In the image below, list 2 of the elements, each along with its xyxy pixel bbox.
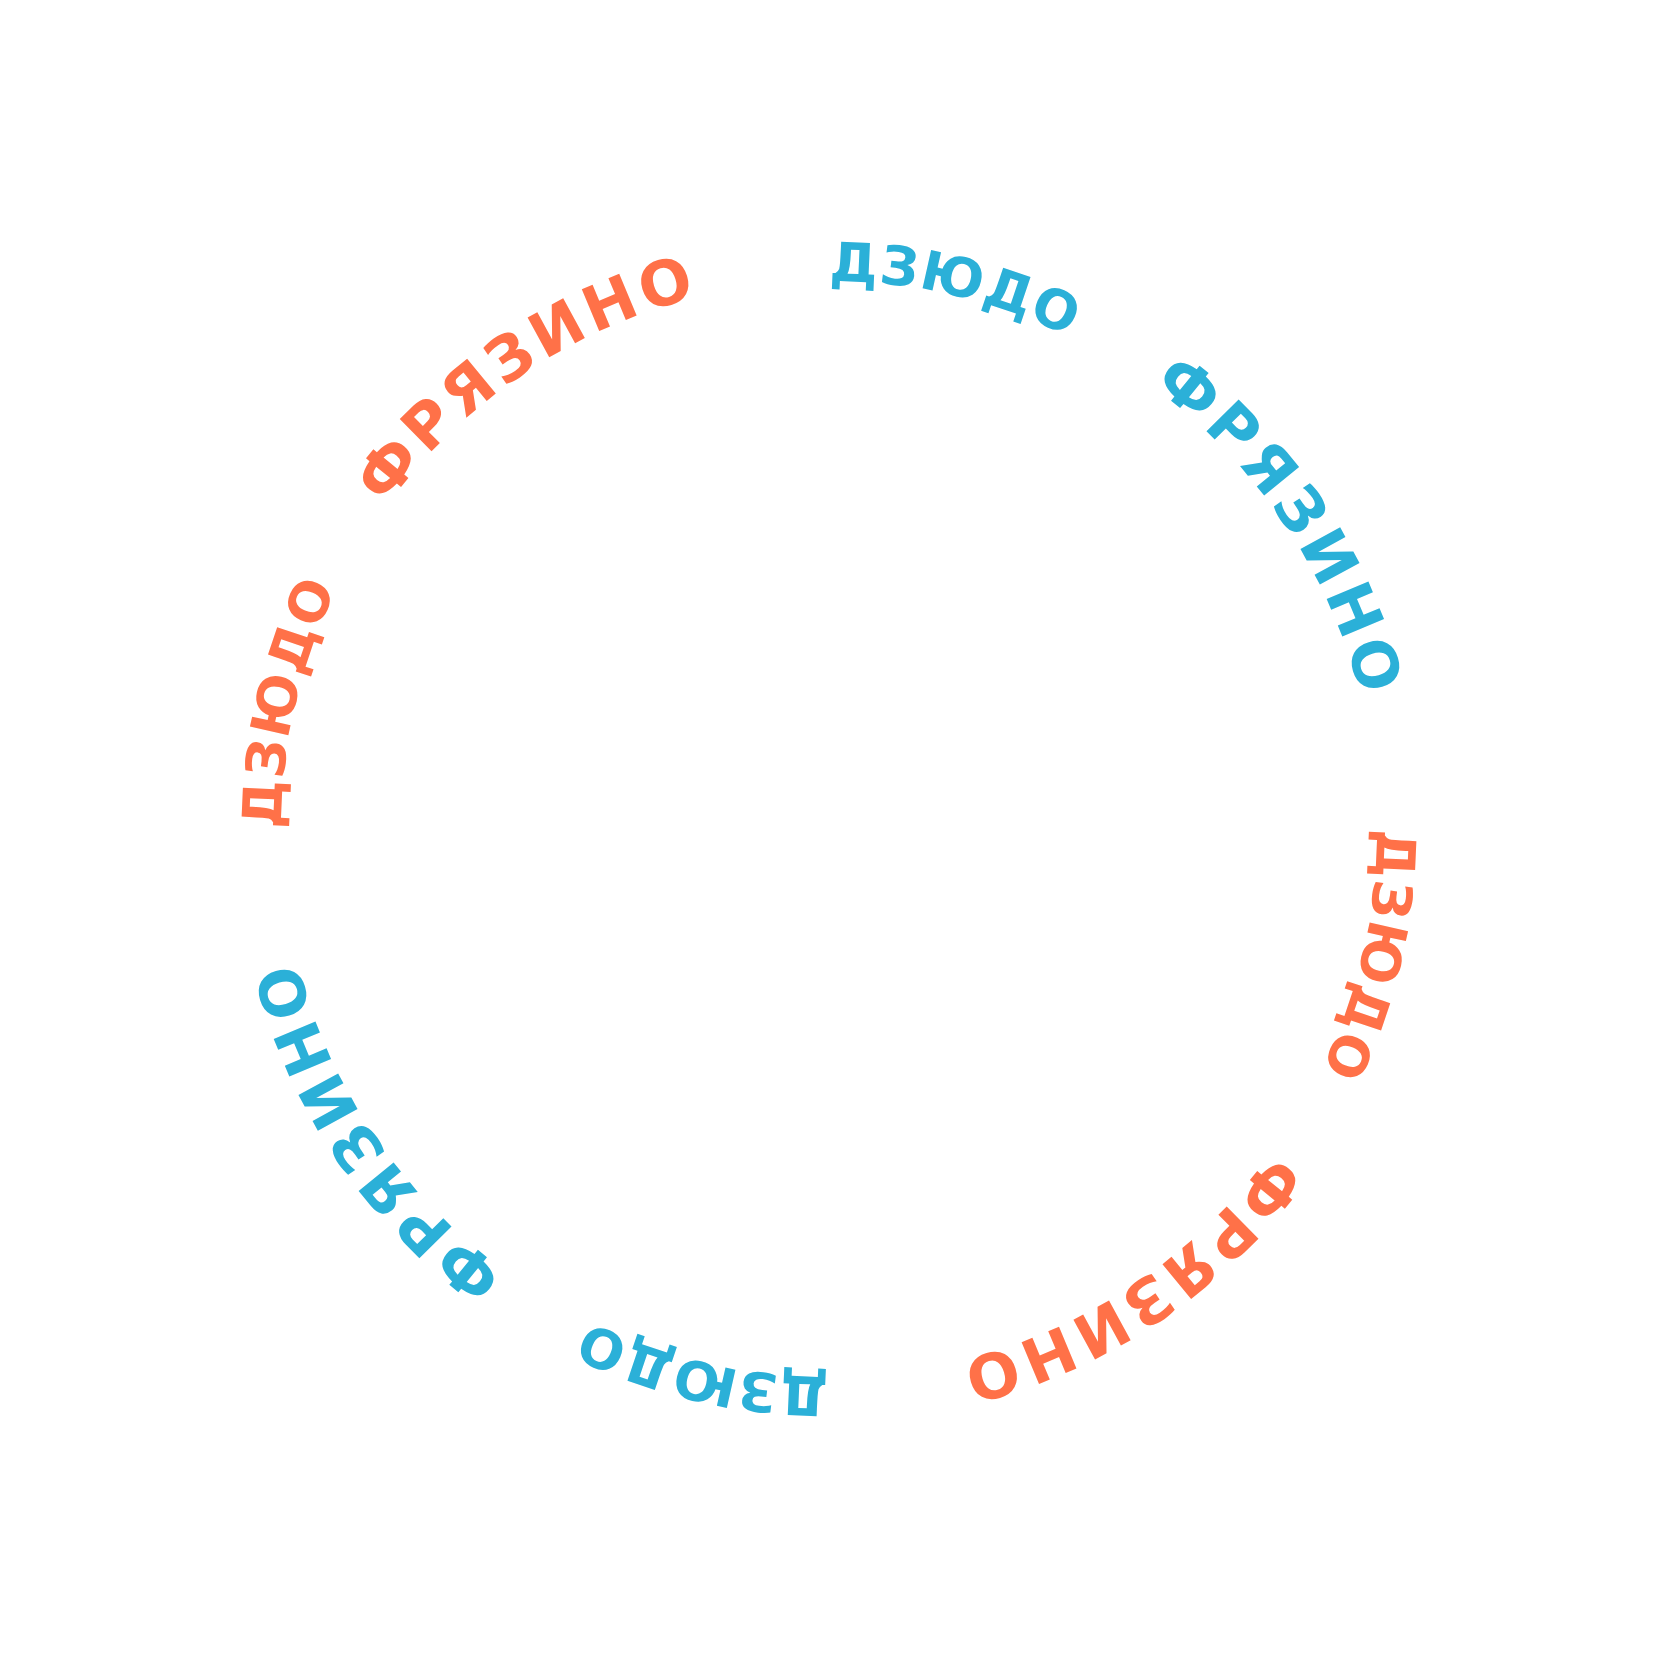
circular-text: ДЗЮДО [568,1310,830,1428]
circular-text: ДЗЮДО [828,230,1090,348]
